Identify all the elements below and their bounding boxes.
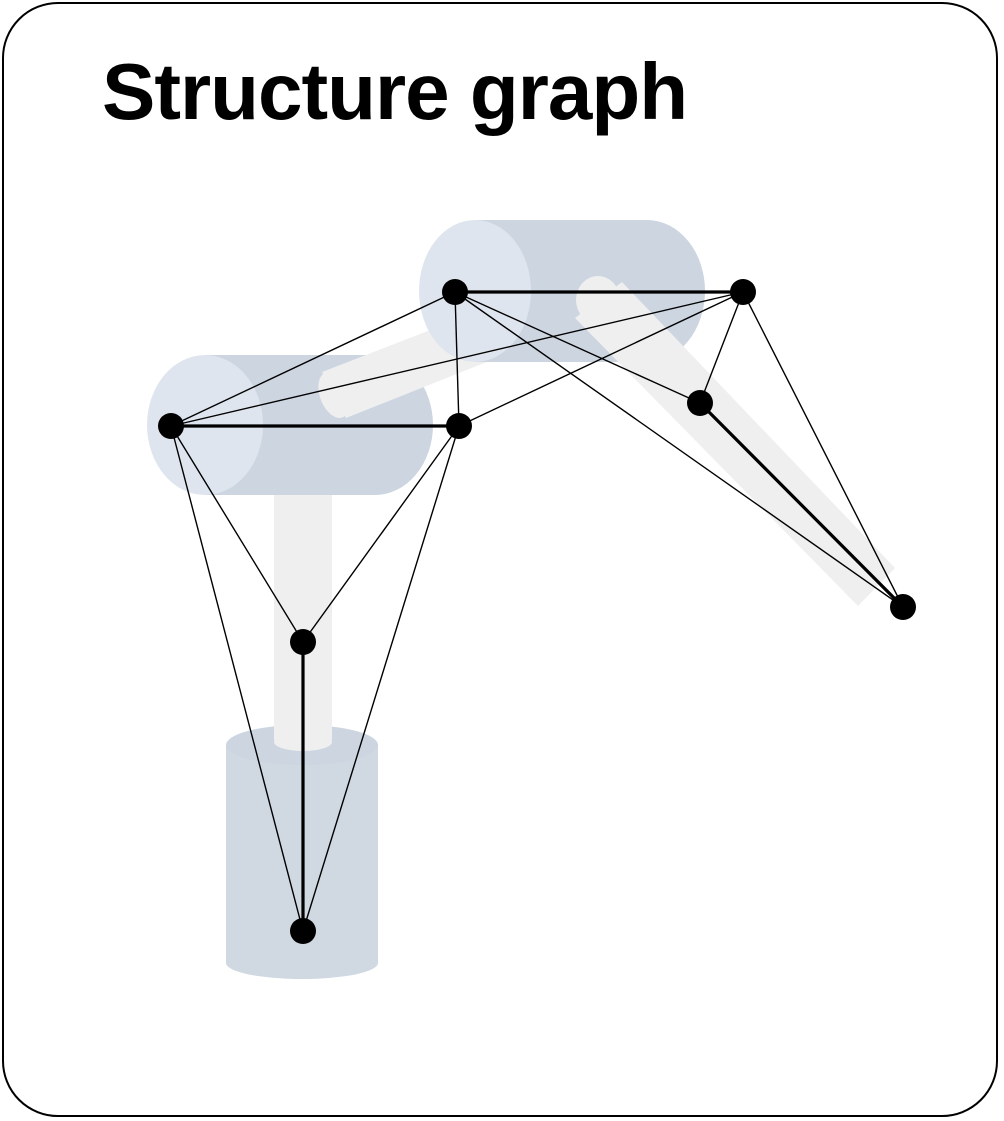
edge-base-elbow-left xyxy=(170,425,304,932)
node-end-effector xyxy=(890,594,916,620)
edge-shoulder-elbow-right xyxy=(302,425,460,643)
edge-shoulder-elbow-left xyxy=(170,425,304,643)
edge-base-elbow-right xyxy=(302,425,460,932)
node-forearm xyxy=(687,390,713,416)
edge-elbow-left-wrist-left xyxy=(170,291,456,427)
edge-wrist-left-end-effector xyxy=(454,291,904,608)
edge-elbow-right-wrist-right xyxy=(458,291,744,427)
edge-wrist-left-forearm xyxy=(454,291,701,404)
robot-arm-illustration xyxy=(147,220,895,979)
edge-elbow-right-wrist-left xyxy=(454,291,460,427)
graph-nodes xyxy=(158,279,916,944)
node-base xyxy=(290,918,316,944)
node-elbow-left xyxy=(158,413,184,439)
edge-wrist-right-end-effector xyxy=(742,291,904,608)
edge-wrist-right-forearm xyxy=(699,291,744,404)
node-elbow-right xyxy=(446,413,472,439)
node-shoulder xyxy=(290,629,316,655)
graph-edges xyxy=(169,290,905,933)
edge-forearm-end-effector xyxy=(698,401,905,609)
page-title: Structure graph xyxy=(102,47,688,136)
node-wrist-right xyxy=(730,279,756,305)
node-wrist-left xyxy=(442,279,468,305)
forearm-link xyxy=(575,276,895,606)
